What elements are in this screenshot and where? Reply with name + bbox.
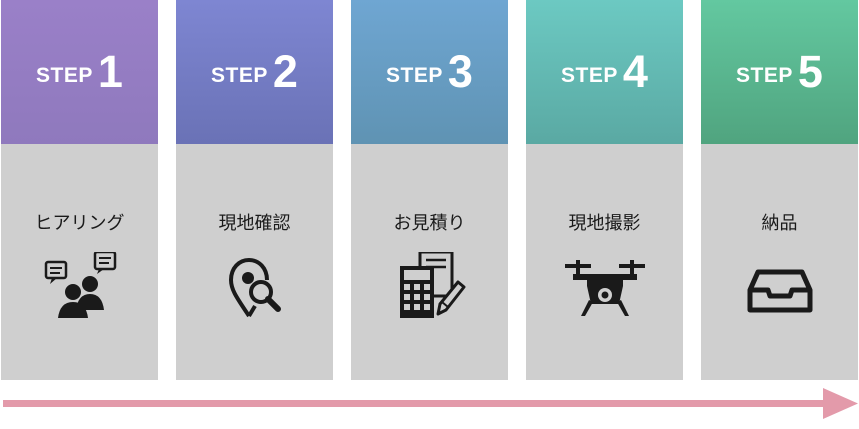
step-card-4: STEP 4 現地撮影 xyxy=(526,0,683,380)
step-header-3: STEP 3 xyxy=(351,0,508,144)
step-word: STEP xyxy=(211,64,268,87)
step-word: STEP xyxy=(386,64,443,87)
step-header-4: STEP 4 xyxy=(526,0,683,144)
step-number: 5 xyxy=(797,46,823,97)
step-label: 現地撮影 xyxy=(568,213,641,234)
calculator-document-icon xyxy=(390,252,470,322)
step-body-3: お見積り xyxy=(351,144,508,380)
step-card-1: STEP 1 ヒアリング xyxy=(1,0,158,380)
step-header-2: STEP 2 xyxy=(176,0,333,144)
step-word: STEP xyxy=(561,64,618,87)
step-body-1: ヒアリング xyxy=(1,144,158,380)
step-number: 2 xyxy=(272,46,298,97)
step-word: STEP xyxy=(736,64,793,87)
step-label: お見積り xyxy=(393,213,466,234)
step-body-4: 現地撮影 xyxy=(526,144,683,380)
location-search-icon xyxy=(215,252,295,322)
step-card-2: STEP 2 現地確認 xyxy=(176,0,333,380)
step-number: 4 xyxy=(622,46,648,97)
step-label: 現地確認 xyxy=(218,213,291,234)
progress-arrow xyxy=(0,380,859,429)
step-header-5: STEP 5 xyxy=(701,0,858,144)
step-header-1: STEP 1 xyxy=(1,0,158,144)
step-number: 3 xyxy=(447,46,473,97)
inbox-tray-icon xyxy=(740,252,820,322)
step-body-5: 納品 xyxy=(701,144,858,380)
step-body-2: 現地確認 xyxy=(176,144,333,380)
chat-people-icon xyxy=(40,252,120,322)
step-number: 1 xyxy=(97,46,123,97)
step-label: 納品 xyxy=(761,213,798,234)
step-card-3: STEP 3 お見積り xyxy=(351,0,508,380)
drone-icon xyxy=(564,252,645,322)
step-word: STEP xyxy=(36,64,93,87)
step-label: ヒアリング xyxy=(34,213,125,234)
step-card-5: STEP 5 納品 xyxy=(701,0,858,380)
